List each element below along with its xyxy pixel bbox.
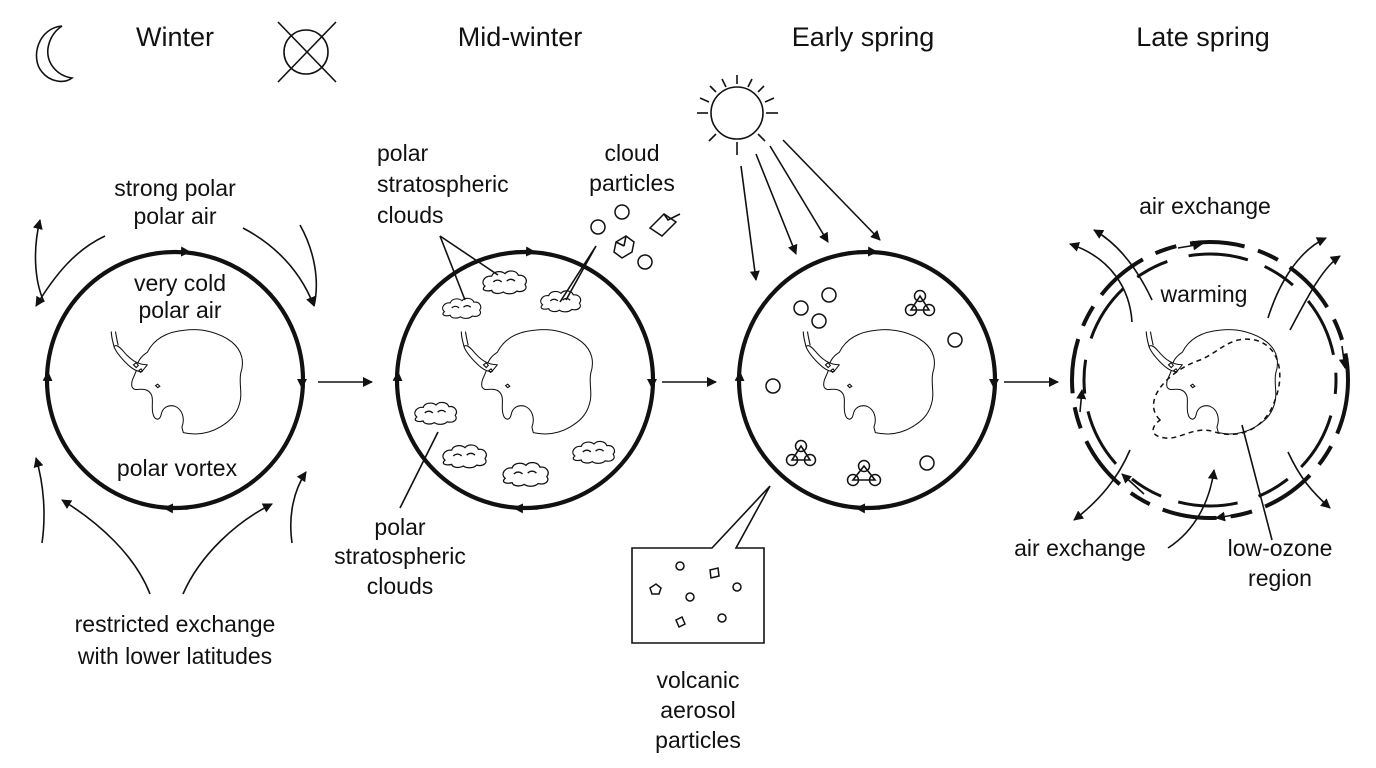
- no-sun-icon: [277, 21, 337, 83]
- panel-early-spring: volcanic aerosol particles: [631, 139, 999, 753]
- label-psc-bottom-1: polar: [374, 514, 425, 540]
- label-psc-top-3: clouds: [377, 202, 443, 228]
- panel-mid-winter: polar stratospheric clouds cloud particl…: [334, 140, 681, 599]
- panel-winter: strong polar polar air very cold polar a…: [32, 175, 318, 669]
- label-low-ozone: low-ozone: [1228, 535, 1333, 561]
- antarctica-map: [110, 329, 244, 435]
- stage-title-early-spring: Early spring: [792, 22, 935, 52]
- label-volcanic-2: aerosol: [660, 697, 735, 723]
- label-psc-top-1: polar: [377, 140, 428, 166]
- label-restricted-exchange: restricted exchange: [75, 611, 276, 637]
- antarctica-map: [460, 329, 594, 435]
- label-warming: warming: [1160, 281, 1248, 307]
- label-cold-polar-air: polar air: [138, 297, 221, 323]
- label-cloud-particles-2: particles: [589, 170, 675, 196]
- label-psc-bottom-2: stratospheric: [334, 543, 466, 569]
- label-polar-air: polar air: [133, 203, 216, 229]
- stage-title-mid-winter: Mid-winter: [458, 22, 583, 52]
- label-psc-bottom-3: clouds: [367, 573, 433, 599]
- weakening-vortex-inner: [1082, 252, 1338, 508]
- low-ozone-region-outline: [1152, 338, 1281, 439]
- stage-title-winter: Winter: [136, 22, 214, 52]
- volcanic-callout-box: [631, 485, 771, 644]
- panel-late-spring: air exchange warming air exchange low-oz…: [1014, 193, 1350, 591]
- label-lower-latitudes: with lower latitudes: [77, 643, 272, 669]
- label-air-exchange-bottom: air exchange: [1014, 535, 1146, 561]
- label-psc-top-2: stratospheric: [377, 171, 509, 197]
- label-very-cold: very cold: [134, 270, 226, 296]
- label-strong-polar: strong polar: [114, 175, 236, 201]
- weakening-vortex-outer: [1070, 240, 1350, 520]
- stage-title-late-spring: Late spring: [1136, 22, 1270, 52]
- antarctica-map: [802, 329, 936, 435]
- label-air-exchange-top: air exchange: [1139, 193, 1271, 219]
- label-volcanic-1: volcanic: [656, 667, 739, 693]
- label-polar-vortex: polar vortex: [117, 455, 238, 481]
- label-region: region: [1248, 565, 1312, 591]
- label-volcanic-3: particles: [655, 727, 741, 753]
- crescent-moon-icon: [35, 25, 75, 83]
- antarctica-map: [1145, 329, 1279, 435]
- label-cloud-particles-1: cloud: [605, 140, 660, 166]
- sun-icon: [697, 75, 778, 155]
